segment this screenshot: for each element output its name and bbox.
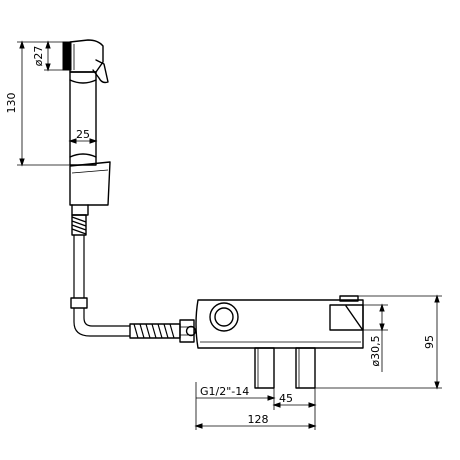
inlet-pipes	[254, 347, 316, 389]
valve-height-label: 95	[423, 335, 436, 349]
valve-width-label: 128	[248, 413, 269, 426]
wall-holder	[69, 161, 111, 216]
dim-valve-height: 95	[315, 294, 442, 390]
thread-spec-label: G1/2"-14	[200, 385, 249, 398]
inlet-spacing-label: 45	[279, 392, 293, 405]
dim-outlet-diameter: ø30,5	[363, 303, 388, 372]
outlet-diameter-label: ø30,5	[369, 335, 382, 366]
valve-body	[195, 295, 364, 349]
handle-height-label: 130	[5, 93, 18, 114]
dim-thread-spec: G1/2"-14	[195, 382, 276, 430]
dim-handle-diameter: ø27	[32, 40, 63, 72]
dim-grip-width: 25	[68, 128, 98, 144]
dim-inlet-spacing: 45	[272, 388, 317, 430]
grip-width-label: 25	[76, 128, 90, 141]
spray-head	[62, 39, 109, 84]
dim-valve-width: 128	[194, 413, 317, 429]
handle-diameter-label: ø27	[32, 46, 45, 67]
dim-handle-height: 130	[5, 40, 70, 167]
hose	[70, 214, 197, 343]
handle-grip	[69, 71, 97, 166]
